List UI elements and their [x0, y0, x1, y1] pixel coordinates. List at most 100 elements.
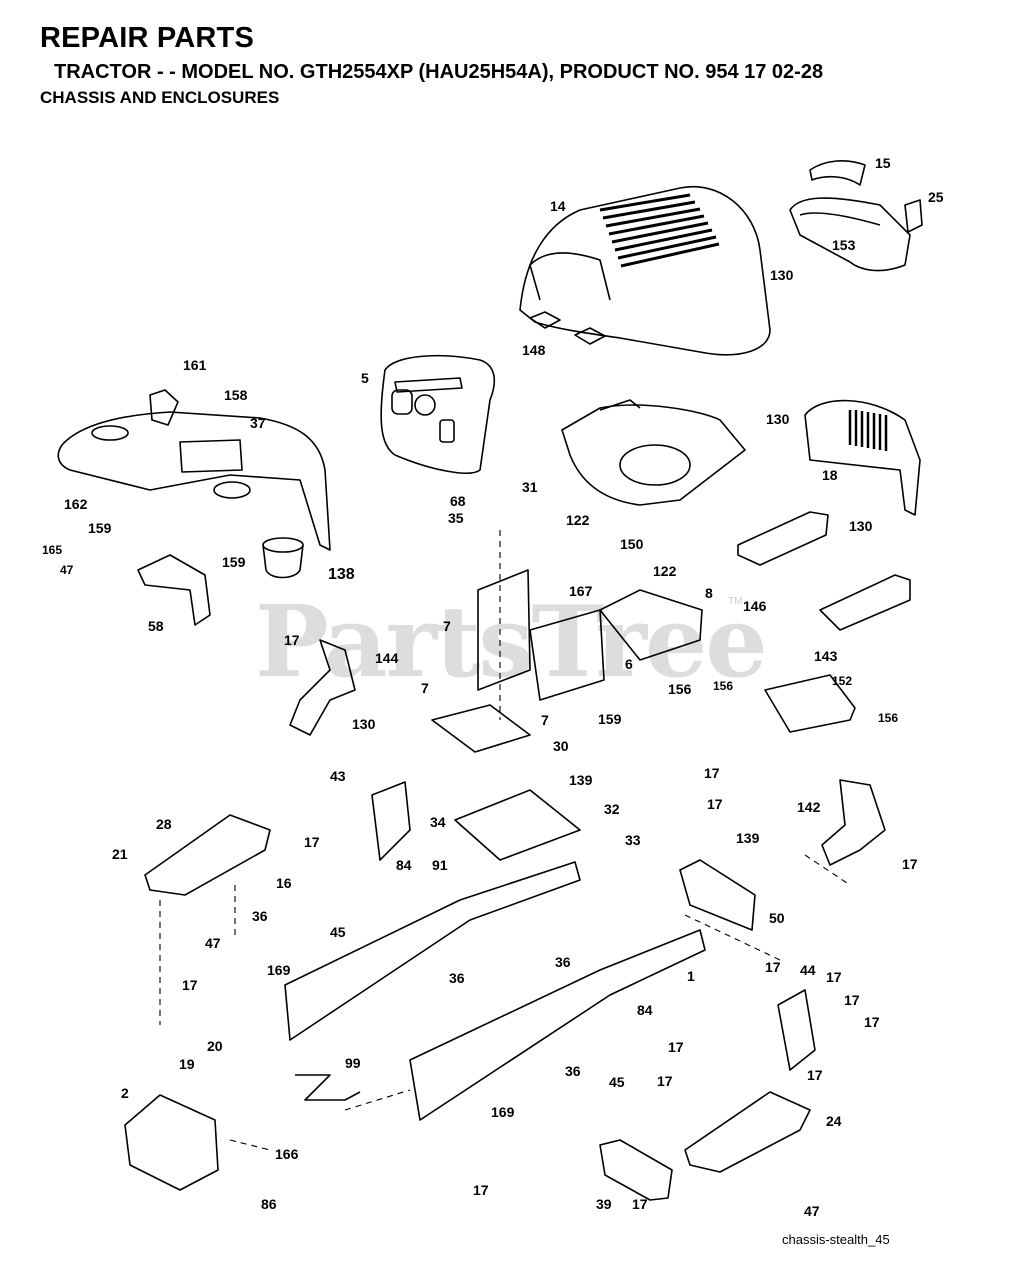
callout-7-a: 7: [443, 618, 451, 634]
callout-20: 20: [207, 1038, 223, 1054]
callout-36-c: 36: [555, 954, 571, 970]
callout-130-c: 130: [849, 518, 873, 534]
drawing-id: chassis-stealth_45: [782, 1232, 890, 1247]
callout-130-d: 130: [352, 716, 376, 732]
callout-17-a: 17: [284, 632, 300, 648]
callout-146: 146: [743, 598, 767, 614]
plate-50: [679, 859, 756, 931]
callout-84-a: 84: [396, 857, 412, 873]
footrest-left: [144, 814, 271, 896]
callout-32: 32: [604, 801, 620, 817]
callout-166: 166: [275, 1146, 299, 1162]
callout-14: 14: [550, 198, 566, 214]
callout-167: 167: [569, 583, 593, 599]
callout-142: 142: [797, 799, 821, 815]
callout-45-a: 45: [330, 924, 346, 940]
bracket-58: [137, 554, 211, 626]
plate-39: [599, 1139, 673, 1201]
callout-150: 150: [620, 536, 644, 552]
callout-17-h: 17: [826, 969, 842, 985]
battery-box-part: [431, 569, 703, 753]
bracket-144: [289, 639, 356, 736]
fender-deck-part: [57, 389, 331, 551]
callout-17-k: 17: [668, 1039, 684, 1055]
callout-58: 58: [148, 618, 164, 634]
callout-17-b: 17: [704, 765, 720, 781]
callout-47-a: 47: [60, 563, 74, 577]
callout-31: 31: [522, 479, 538, 495]
callout-159-a: 159: [88, 520, 112, 536]
callout-17-m: 17: [657, 1073, 673, 1089]
callout-143: 143: [814, 648, 838, 664]
callout-8: 8: [705, 585, 713, 601]
callout-30: 30: [553, 738, 569, 754]
frame-rails: [284, 789, 706, 1121]
callout-36-b: 36: [449, 970, 465, 986]
callout-162: 162: [64, 496, 88, 512]
callout-36-a: 36: [252, 908, 268, 924]
callout-37: 37: [250, 415, 266, 431]
callout-43: 43: [330, 768, 346, 784]
callout-161: 161: [183, 357, 207, 373]
callout-15: 15: [875, 155, 891, 171]
callout-148: 148: [522, 342, 546, 358]
callout-47-c: 47: [804, 1203, 820, 1219]
callout-44: 44: [800, 962, 816, 978]
plate-44: [777, 989, 816, 1071]
callout-34: 34: [430, 814, 446, 830]
callout-144: 144: [375, 650, 399, 666]
callout-28: 28: [156, 816, 172, 832]
lever-99: [295, 1074, 361, 1101]
callout-152: 152: [832, 674, 853, 688]
callout-1: 1: [687, 968, 695, 984]
callout-19: 19: [179, 1056, 195, 1072]
callout-17-i: 17: [844, 992, 860, 1008]
callout-91: 91: [432, 857, 448, 873]
watermark-trademark: TM: [728, 596, 743, 607]
callout-17-c: 17: [707, 796, 723, 812]
callout-156-c: 156: [878, 711, 899, 725]
callout-18: 18: [822, 467, 838, 483]
callout-122-b: 122: [653, 563, 677, 579]
callout-17-d: 17: [304, 834, 320, 850]
callout-158: 158: [224, 387, 248, 403]
leader-lines: [159, 530, 851, 1151]
callout-169-b: 169: [491, 1104, 515, 1120]
callout-159-c: 159: [598, 711, 622, 727]
callout-45-b: 45: [609, 1074, 625, 1090]
callout-99: 99: [345, 1055, 361, 1071]
plate-43: [371, 781, 411, 861]
callout-50: 50: [769, 910, 785, 926]
callout-169-a: 169: [267, 962, 291, 978]
callout-7-b: 7: [421, 680, 429, 696]
callout-17-e: 17: [902, 856, 918, 872]
rear-panel-part: [804, 399, 921, 516]
callout-6: 6: [625, 656, 633, 672]
page-title: REPAIR PARTS: [40, 22, 255, 54]
callout-2: 2: [121, 1085, 129, 1101]
panel-146: [737, 511, 829, 566]
callout-7-c: 7: [541, 712, 549, 728]
section-title: CHASSIS AND ENCLOSURES: [40, 88, 280, 107]
plate-142: [821, 779, 886, 866]
callout-159-b: 159: [222, 554, 246, 570]
callout-33: 33: [625, 832, 641, 848]
callout-17-j: 17: [864, 1014, 880, 1030]
callout-16: 16: [276, 875, 292, 891]
callout-17-o: 17: [632, 1196, 648, 1212]
callout-21: 21: [112, 846, 128, 862]
callout-39: 39: [596, 1196, 612, 1212]
callout-130-b: 130: [766, 411, 790, 427]
callout-139-b: 139: [736, 830, 760, 846]
callout-35: 35: [448, 510, 464, 526]
callout-17-l: 17: [807, 1067, 823, 1083]
callout-84-b: 84: [637, 1002, 653, 1018]
callout-156-b: 156: [713, 679, 734, 693]
seat-pan-part: [561, 399, 746, 506]
callout-138: 138: [328, 566, 355, 583]
panel-143: [819, 574, 911, 631]
callout-25: 25: [928, 189, 944, 205]
callout-17-g: 17: [765, 959, 781, 975]
